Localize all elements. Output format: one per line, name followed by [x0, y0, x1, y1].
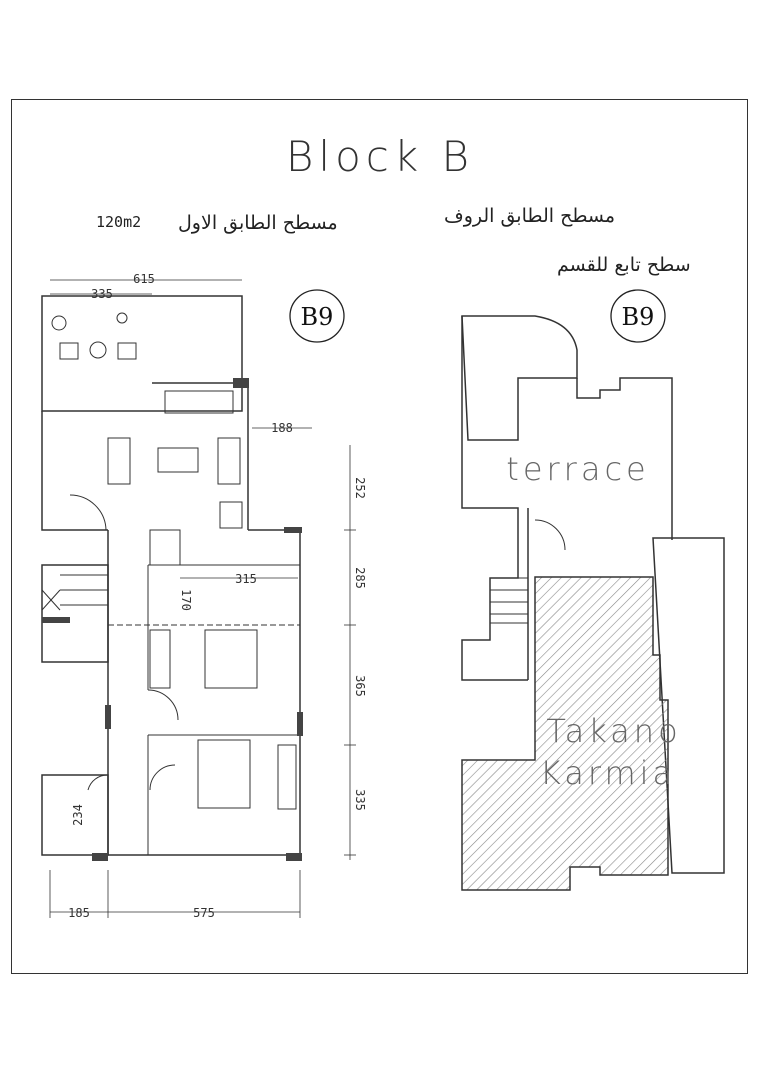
- drawing-frame: [11, 99, 748, 974]
- floor-area-label: 120m2: [96, 213, 142, 231]
- window-markers: [42, 378, 303, 861]
- hatched-roof-area: [461, 576, 669, 891]
- first-floor-plan: [41, 279, 356, 918]
- bathroom-left: [41, 774, 109, 856]
- hatched-label-line1: Takano: [546, 712, 681, 750]
- unit-tag-right: B9: [622, 303, 655, 331]
- dim-bottom-left: 185: [68, 906, 90, 920]
- terrace-label: terrace: [506, 450, 649, 488]
- hatched-label-line2: Karmia: [540, 754, 676, 792]
- roof-top-right-walls: [576, 377, 673, 540]
- roof-left-walls: [461, 316, 528, 681]
- roof-subcaption: سطح تابع للقسم: [557, 254, 691, 276]
- dim-bottom-right: 575: [193, 906, 215, 920]
- dim-right-3: 365: [353, 675, 367, 697]
- dim-side-small: 188: [271, 421, 293, 435]
- dim-right-4: 335: [353, 789, 367, 811]
- first-floor-caption: مسطح الطابق الاول: [178, 212, 338, 234]
- dim-right-2: 285: [353, 567, 367, 589]
- dim-inner-vertical: 170: [179, 589, 193, 611]
- roof-upper-structure: [461, 315, 578, 441]
- page-title: Block B: [285, 132, 475, 181]
- main-body-walls: [107, 530, 301, 856]
- living-top-right-wall: [152, 382, 249, 530]
- roof-stairs: [489, 577, 529, 624]
- unit-tag-left: B9: [301, 303, 334, 331]
- balcony-area: [41, 295, 243, 412]
- unit-tag-circle-right: [610, 289, 666, 343]
- dim-inner-horizontal: 315: [235, 572, 257, 586]
- dim-right-1: 252: [353, 477, 367, 499]
- unit-tag-circle-left: [289, 289, 345, 343]
- roof-floor-caption: مسطح الطابق الروف: [444, 205, 616, 227]
- dim-top-total: 615: [133, 272, 155, 286]
- stairs-block: [41, 564, 109, 663]
- living-left-wall: [41, 411, 108, 531]
- dim-top-inner: 335: [91, 287, 113, 301]
- dim-bath-vertical: 234: [71, 804, 85, 826]
